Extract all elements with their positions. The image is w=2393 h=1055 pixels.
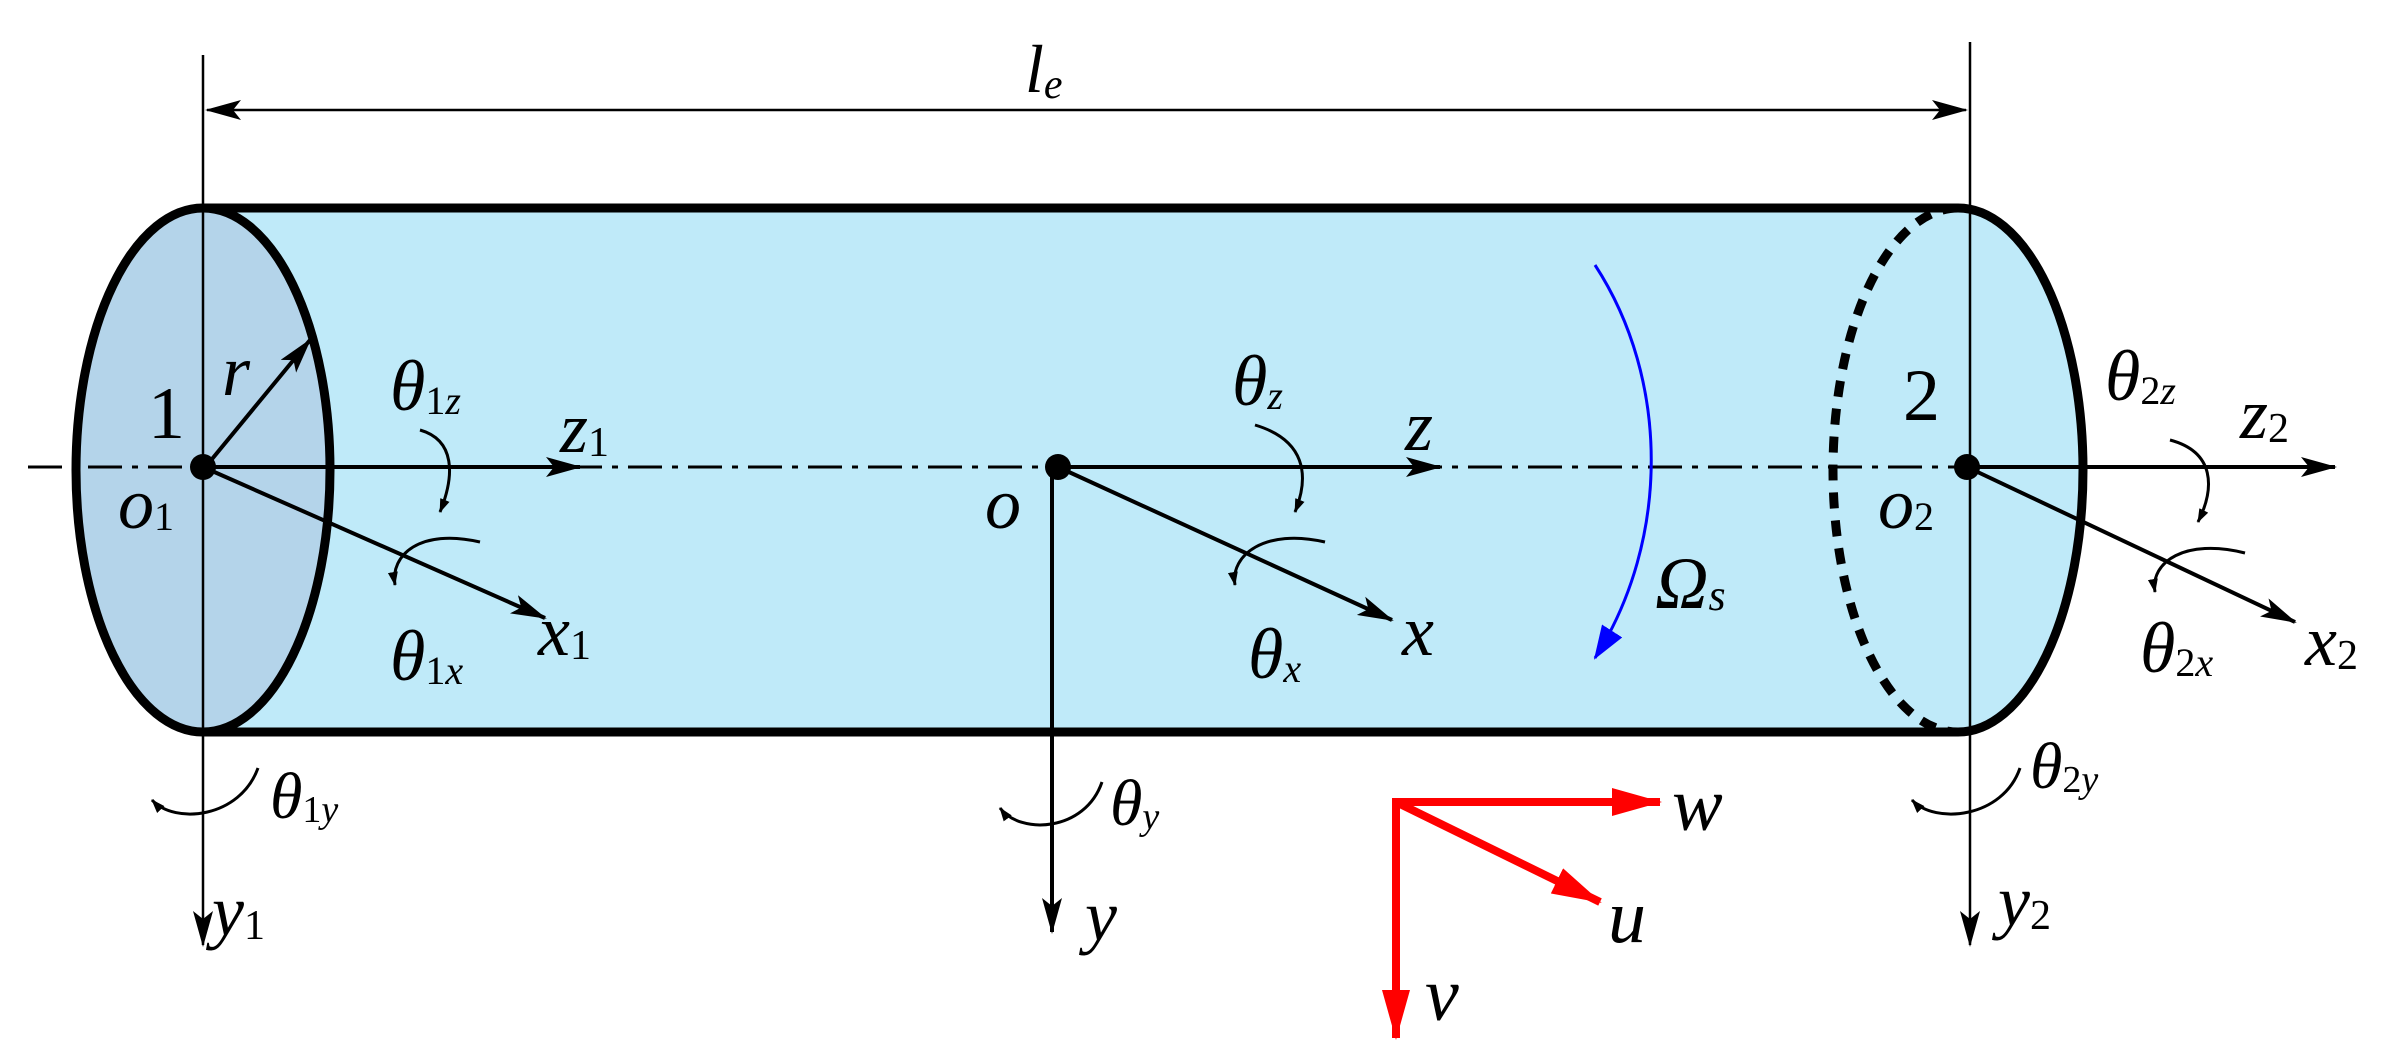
theta1z-rotation-arrow	[419, 428, 451, 513]
x-label: x	[1401, 591, 1434, 671]
x2-axis	[1966, 465, 2297, 624]
node-2-label: 2	[1903, 355, 1940, 437]
length-label: le	[1025, 31, 1063, 108]
y-label: y	[1078, 876, 1117, 956]
thetax-label: θx	[1248, 614, 1301, 694]
theta2z-label: θ2z	[2105, 336, 2176, 416]
theta2y-rotation-arrow	[1910, 767, 2022, 816]
theta1x-label: θ1x	[390, 616, 463, 696]
right-end-hidden-arc	[1828, 203, 1959, 737]
theta2x-label: θ2x	[2140, 608, 2213, 688]
thetay-rotation-arrow	[998, 781, 1104, 827]
y2-label: y2	[1991, 861, 2051, 941]
y1-label: y1	[205, 871, 265, 951]
thetaz-label: θz	[1232, 341, 1283, 421]
rotation-speed-label: Ωs	[1655, 543, 1726, 625]
x1-axis	[202, 465, 547, 620]
right-end-visible-arc	[1957, 203, 2088, 737]
z2-label: z2	[2239, 374, 2289, 454]
x1-label: x1	[537, 591, 591, 671]
theta2z-rotation-arrow	[2169, 438, 2210, 523]
o1-label: o1	[118, 464, 174, 544]
theta2y-label: θ2y	[2030, 730, 2098, 803]
x-axis	[1057, 465, 1394, 622]
u-label: u	[1608, 875, 1646, 959]
thetax-rotation-arrow	[1227, 536, 1326, 586]
theta1y-rotation-arrow	[150, 767, 260, 816]
o2-label: o2	[1878, 464, 1934, 544]
thetaz-rotation-arrow	[1254, 423, 1305, 513]
x2-label: x2	[2304, 601, 2358, 681]
u-arrow	[1394, 798, 1602, 906]
node-1-label: 1	[148, 373, 185, 455]
z-label: z	[1404, 386, 1433, 466]
o-label: o	[985, 464, 1021, 544]
theta1z-label: θ1z	[390, 346, 461, 426]
theta1x-rotation-arrow	[387, 536, 481, 586]
radius-arrow	[201, 338, 312, 472]
theta2x-rotation-arrow	[2147, 547, 2246, 593]
cylinder-body	[203, 208, 2083, 732]
w-label: w	[1672, 763, 1723, 847]
thetay-label: θy	[1110, 767, 1159, 840]
theta1y-label: θ1y	[270, 760, 338, 833]
radius-label: r	[222, 331, 251, 411]
v-label: v	[1425, 953, 1459, 1037]
rotation-speed-arrow	[1593, 264, 1653, 660]
z1-label: z1	[559, 388, 609, 468]
